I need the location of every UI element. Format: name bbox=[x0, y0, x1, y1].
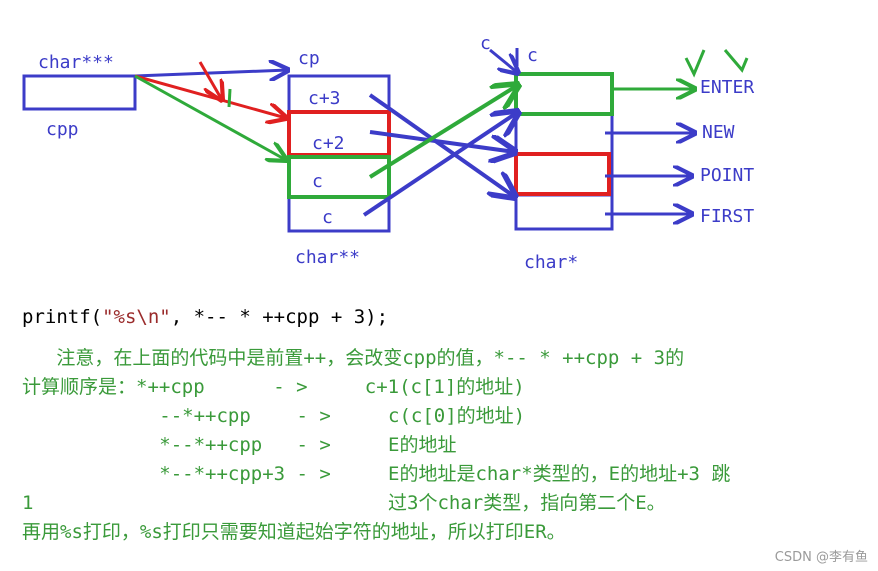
cpp-type-label: char*** bbox=[38, 52, 114, 73]
code-line: printf("%s\n", *-- * ++cpp + 3); bbox=[22, 306, 388, 328]
red-tick-arrow bbox=[198, 61, 222, 100]
cp-cell-highlight-green bbox=[287, 155, 391, 199]
cpp-box bbox=[22, 74, 137, 111]
arrow-c bbox=[362, 112, 518, 217]
code-rest: , *-- * ++cpp + 3); bbox=[170, 306, 389, 328]
green-tick bbox=[227, 88, 232, 108]
string-enter: ENTER bbox=[700, 77, 754, 98]
arrow-cpp-to-cp bbox=[134, 70, 288, 76]
arrow-cpp-to-c bbox=[134, 74, 286, 160]
watermark: CSDN @李有鱼 bbox=[774, 550, 868, 565]
c-name-label-a: c bbox=[480, 33, 491, 54]
arrow-c-label bbox=[489, 48, 518, 73]
c-cell-highlight-green bbox=[514, 72, 614, 116]
cp-cell-0: c+3 bbox=[308, 88, 341, 109]
pointer-diagram: char*** cpp cp c+3 c+2 c c char** c c ch… bbox=[22, 33, 754, 273]
code-prefix: printf( bbox=[22, 306, 103, 328]
explanation-line-3: --*++cpp - > c(c[0]的地址) bbox=[22, 405, 526, 427]
explanation-line-2: 计算顺序是：*++cpp - > c+1(c[1]的地址) bbox=[22, 376, 525, 398]
green-check-2 bbox=[723, 49, 749, 73]
string-first: FIRST bbox=[700, 206, 754, 227]
cp-name-label: cp bbox=[298, 48, 320, 69]
code-format-string: "%s\n" bbox=[102, 306, 171, 328]
c-type-label: char* bbox=[524, 252, 578, 273]
c-array-box bbox=[514, 72, 614, 231]
string-point: POINT bbox=[700, 165, 754, 186]
c-name-label-b: c bbox=[527, 45, 538, 66]
cp-cell-2: c bbox=[312, 171, 323, 192]
explanation-line-1: 注意，在上面的代码中是前置++，会改变cpp的值，*-- * ++cpp + 3… bbox=[22, 347, 685, 369]
explanation-line-5: *--*++cpp+3 - > E的地址是char*类型的，E的地址+3 跳 bbox=[22, 463, 731, 485]
string-new: NEW bbox=[702, 122, 735, 143]
cp-type-label: char** bbox=[295, 247, 360, 268]
explanation-line-6: 1 过3个char类型，指向第二个E。 bbox=[22, 492, 666, 514]
cp-cell-1: c+2 bbox=[312, 133, 345, 154]
cp-cell-3: c bbox=[322, 207, 333, 228]
c-cell-highlight-red bbox=[514, 152, 611, 196]
explanation-line-4: *--*++cpp - > E的地址 bbox=[22, 434, 457, 456]
arrow-c3 bbox=[368, 93, 515, 197]
explanation-line-7: 再用%s打印，%s打印只需要知道起始字符的地址，所以打印ER。 bbox=[22, 521, 566, 543]
green-check-1 bbox=[684, 49, 706, 78]
cpp-name-label: cpp bbox=[46, 119, 79, 140]
arrow-c-green bbox=[368, 85, 518, 179]
arrow-c2 bbox=[369, 130, 515, 152]
